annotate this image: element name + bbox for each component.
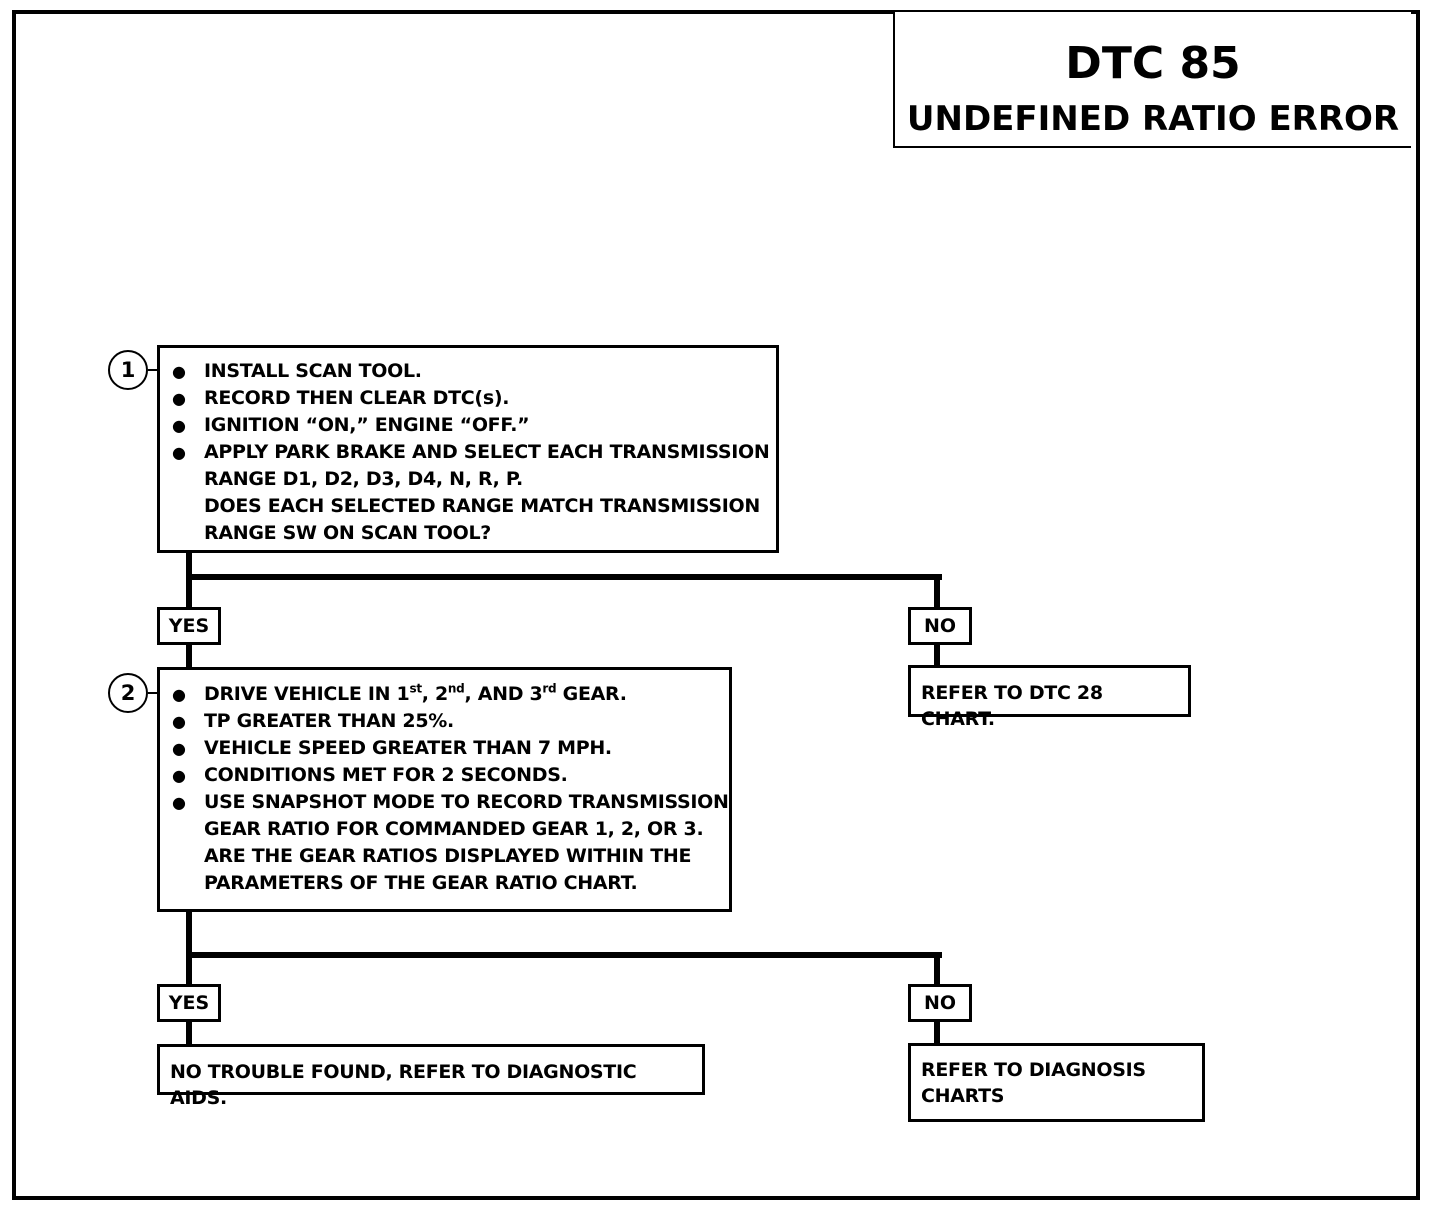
step-2-item: USE SNAPSHOT MODE TO RECORD TRANSMISSION [160,789,729,816]
step-2-yes-stem [186,911,192,985]
refer-diagnosis-line: REFER TO DIAGNOSIS [921,1059,1146,1081]
step-2-no-stem [934,952,940,985]
step-1-item: INSTALL SCAN TOOL. [160,358,776,385]
step-1-no-to-result [934,644,940,666]
step-2-no-to-result [934,1021,940,1045]
step-1-item: IGNITION “ON,” ENGINE “OFF.” [160,412,776,439]
step-2-branch-line [186,952,942,958]
step-1-no-label: NO [908,607,972,645]
refer-dtc28-box: REFER TO DTC 28 CHART. [908,665,1191,730]
step-2-no-label: NO [908,984,972,1022]
step-2-item: VEHICLE SPEED GREATER THAN 7 MPH. [160,735,729,762]
step-2-item: TP GREATER THAN 25%. [160,708,729,735]
step-1-question-line: DOES EACH SELECTED RANGE MATCH TRANSMISS… [204,495,760,517]
refer-diagnosis-line: CHARTS [921,1085,1005,1107]
step-2-question-line: ARE THE GEAR RATIOS DISPLAYED WITHIN THE [204,845,692,867]
step-1-yes-stem [186,552,192,608]
step-1-item: APPLY PARK BRAKE AND SELECT EACH TRANSMI… [160,439,776,466]
no-trouble-found-box: NO TROUBLE FOUND, REFER TO DIAGNOSTIC AI… [157,1044,705,1109]
step-2-marker: 2 [108,673,148,713]
step-1-marker: 1 [108,350,148,390]
step-1-yes-label: YES [157,607,221,645]
step-2-marker-connector [148,692,158,694]
step-1-item-continued: RANGE D1, D2, D3, D4, N, R, P. [204,468,523,490]
step-2-yes-label: YES [157,984,221,1022]
step-2-box: DRIVE VEHICLE IN 1st, 2nd, AND 3rd GEAR.… [157,667,732,912]
step-2-item-drive: DRIVE VEHICLE IN 1st, 2nd, AND 3rd GEAR. [160,681,729,708]
step-1-branch-line [186,574,942,580]
dtc-code: DTC 85 [1065,38,1241,89]
step-1-item: RECORD THEN CLEAR DTC(s). [160,385,776,412]
step-1-box: INSTALL SCAN TOOL. RECORD THEN CLEAR DTC… [157,345,779,553]
step-1-question-line: RANGE SW ON SCAN TOOL? [204,522,491,544]
step-1-yes-to-step-2 [186,644,192,668]
step-2-item-continued: GEAR RATIO FOR COMMANDED GEAR 1, 2, OR 3… [204,818,704,840]
step-2-item: CONDITIONS MET FOR 2 SECONDS. [160,762,729,789]
title-block: DTC 85 UNDEFINED RATIO ERROR [893,12,1411,148]
step-1-marker-connector [148,369,158,371]
step-2-yes-to-result [186,1021,192,1045]
step-2-question-line: PARAMETERS OF THE GEAR RATIO CHART. [204,872,638,894]
step-1-no-stem [934,574,940,608]
refer-diagnosis-charts-box: REFER TO DIAGNOSIS CHARTS [908,1043,1205,1122]
page-frame [12,10,1420,1200]
dtc-name: UNDEFINED RATIO ERROR [906,99,1400,139]
